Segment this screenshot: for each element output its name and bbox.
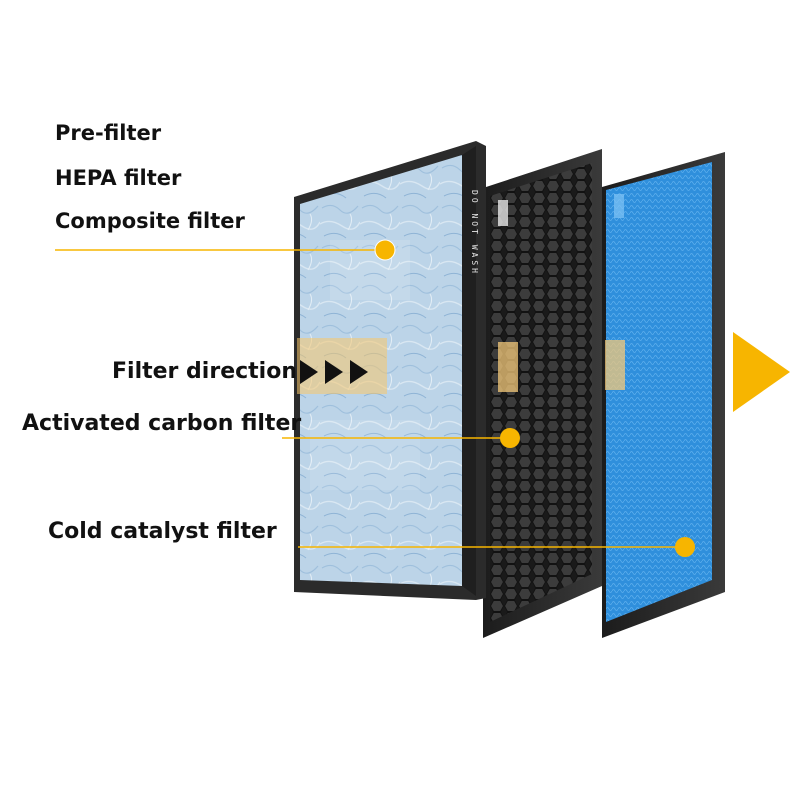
activated-carbon-filter-label: Activated carbon filter xyxy=(22,411,302,436)
flow-arrow-icon xyxy=(733,332,790,412)
hepa-filter-label: HEPA filter xyxy=(55,166,182,190)
pre-filter-label: Pre-filter xyxy=(55,121,162,145)
leader-catalyst xyxy=(298,537,695,557)
direction-band-3 xyxy=(605,340,625,390)
composite-filter-label: Composite filter xyxy=(55,209,245,233)
cold-catalyst-panel xyxy=(602,152,725,638)
activated-carbon-panel xyxy=(483,149,602,638)
direction-arrows-icon xyxy=(300,360,368,384)
direction-band-1 xyxy=(297,338,387,394)
hepa-frame-text: DO NOT WASH xyxy=(470,190,479,276)
cold-catalyst-filter-label: Cold catalyst filter xyxy=(48,519,277,544)
direction-band-2 xyxy=(498,342,518,392)
leader-composite xyxy=(55,239,396,261)
leader-carbon xyxy=(282,428,520,448)
filter-direction-label: Filter direction xyxy=(112,359,297,384)
